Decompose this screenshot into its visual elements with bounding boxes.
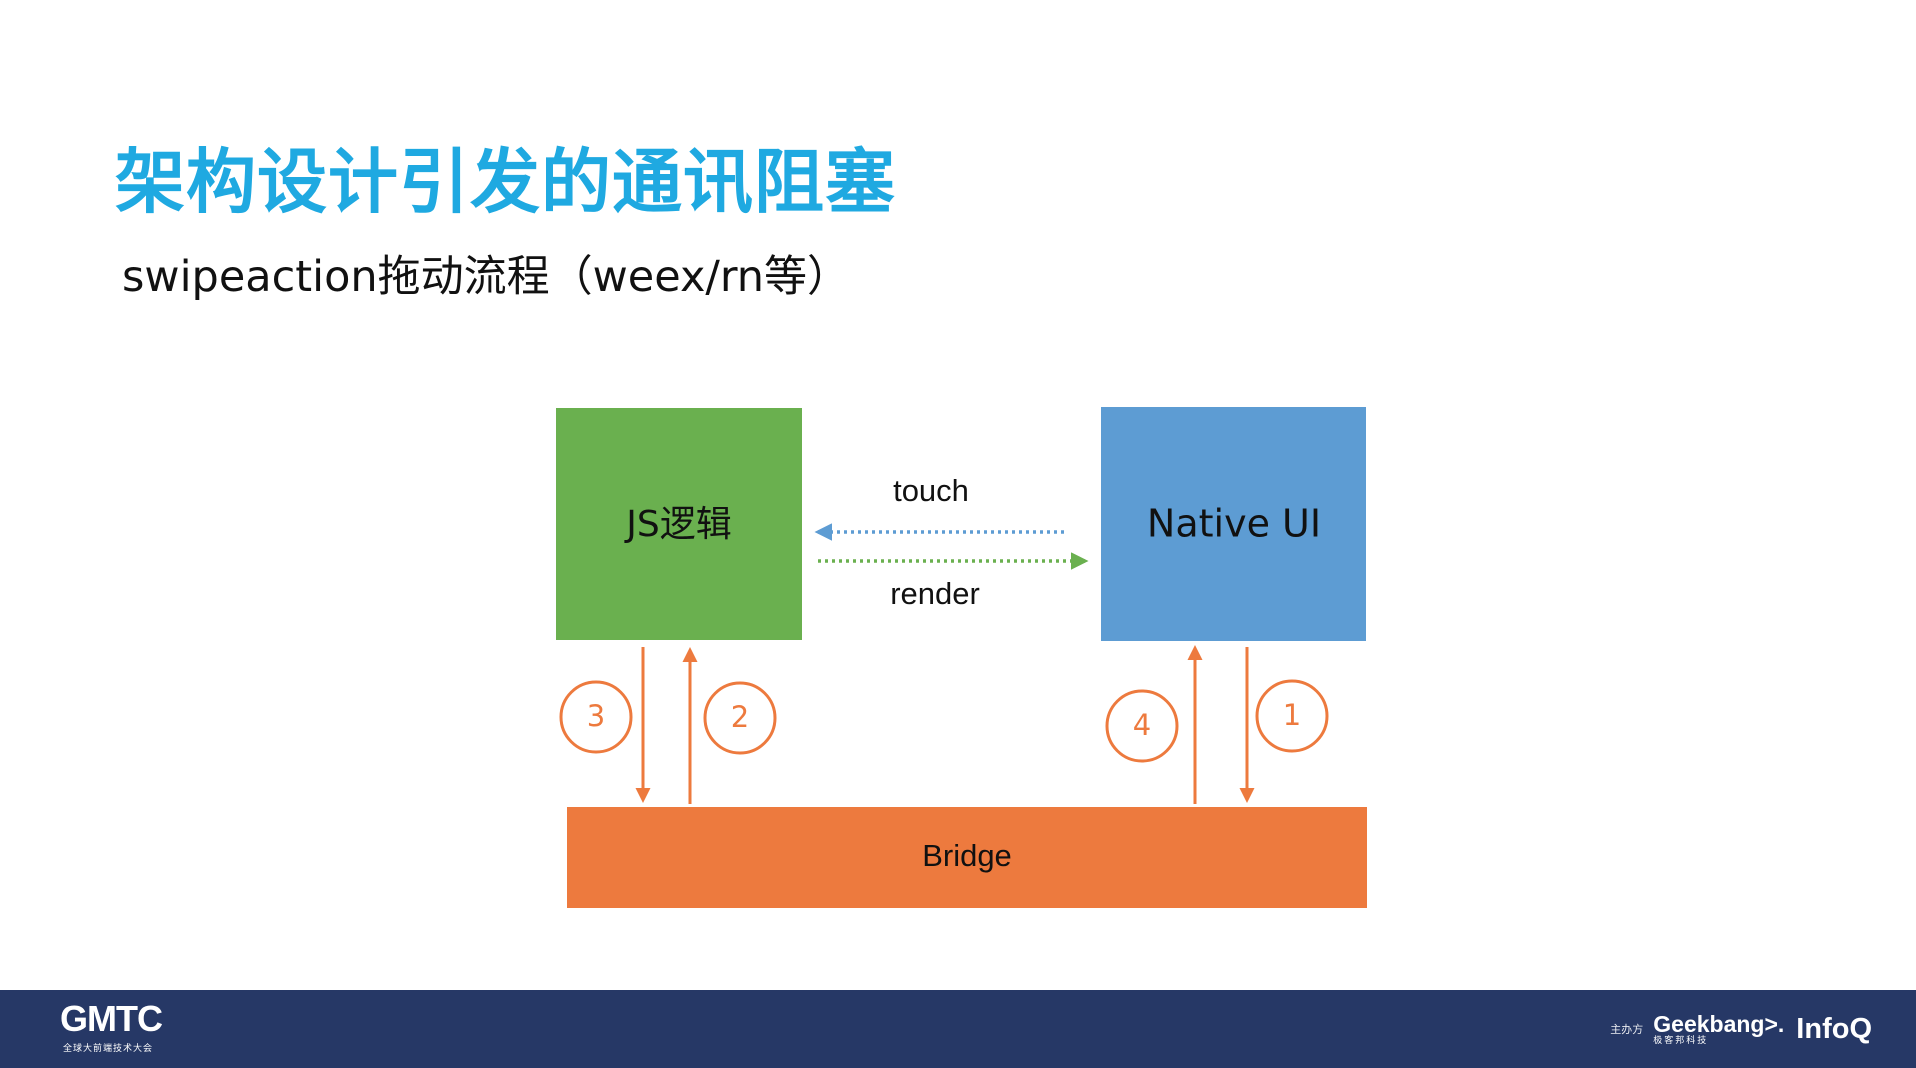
- step-3-number: 3: [587, 699, 605, 733]
- step-2-number: 2: [731, 700, 749, 734]
- bridge-label: Bridge: [922, 838, 1012, 873]
- native-ui-label: Native UI: [1147, 502, 1321, 546]
- infoq-logo: InfoQ: [1796, 1012, 1872, 1045]
- geekbang-logo: Geekbang>. 极客邦科技: [1653, 1012, 1784, 1047]
- step-4-number: 4: [1133, 708, 1151, 742]
- slide-title: 架构设计引发的通讯阻塞: [115, 141, 896, 223]
- architecture-diagram: JS逻辑 Native UI Bridge touch render 3 2: [556, 407, 1367, 908]
- step-2-badge: 2: [703, 681, 777, 755]
- step-4-badge: 4: [1105, 689, 1179, 763]
- step-1-number: 1: [1283, 698, 1301, 732]
- step-1-badge: 1: [1255, 679, 1329, 753]
- footer-bar: GMTC 全球大前端技术大会 主办方 Geekbang>. 极客邦科技 Info…: [0, 990, 1916, 1068]
- js-logic-box: [556, 408, 802, 640]
- geekbang-logo-text: Geekbang>.: [1653, 1010, 1785, 1037]
- sponsor-label: 主办方: [1610, 1023, 1644, 1036]
- slide-subtitle: swipeaction拖动流程（weex/rn等）: [122, 252, 851, 302]
- step-3-badge: 3: [559, 680, 633, 754]
- native-ui-box: [1101, 407, 1366, 641]
- touch-label: touch: [893, 473, 969, 508]
- gmtc-logo-subtitle: 全球大前端技术大会: [63, 1044, 154, 1054]
- gmtc-logo: GMTC 全球大前端技术大会: [60, 998, 164, 1058]
- bridge-bar: [567, 807, 1367, 908]
- sponsor-logos: 主办方 Geekbang>. 极客邦科技 InfoQ: [1610, 1004, 1872, 1054]
- gmtc-logo-text: GMTC: [60, 998, 163, 1039]
- render-label: render: [890, 576, 980, 611]
- js-logic-label: JS逻辑: [624, 504, 731, 545]
- geekbang-logo-subtitle: 极客邦科技: [1653, 1035, 1709, 1046]
